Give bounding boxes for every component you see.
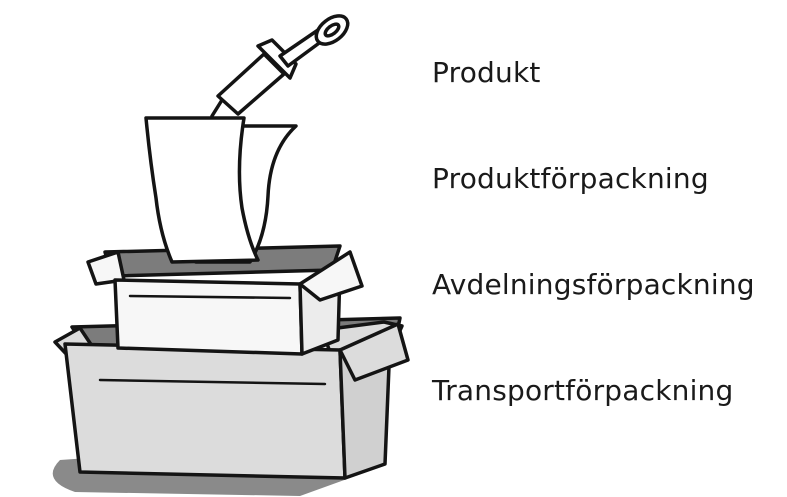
label-avdelningsforpackning: Avdelningsförpackning — [432, 268, 755, 301]
label-produktforpackning: Produktförpackning — [432, 162, 709, 195]
leaflet-icon — [146, 118, 296, 262]
label-produkt: Produkt — [432, 56, 541, 89]
label-transportforpackning: Transportförpackning — [432, 374, 733, 407]
syringe-icon — [212, 10, 353, 116]
